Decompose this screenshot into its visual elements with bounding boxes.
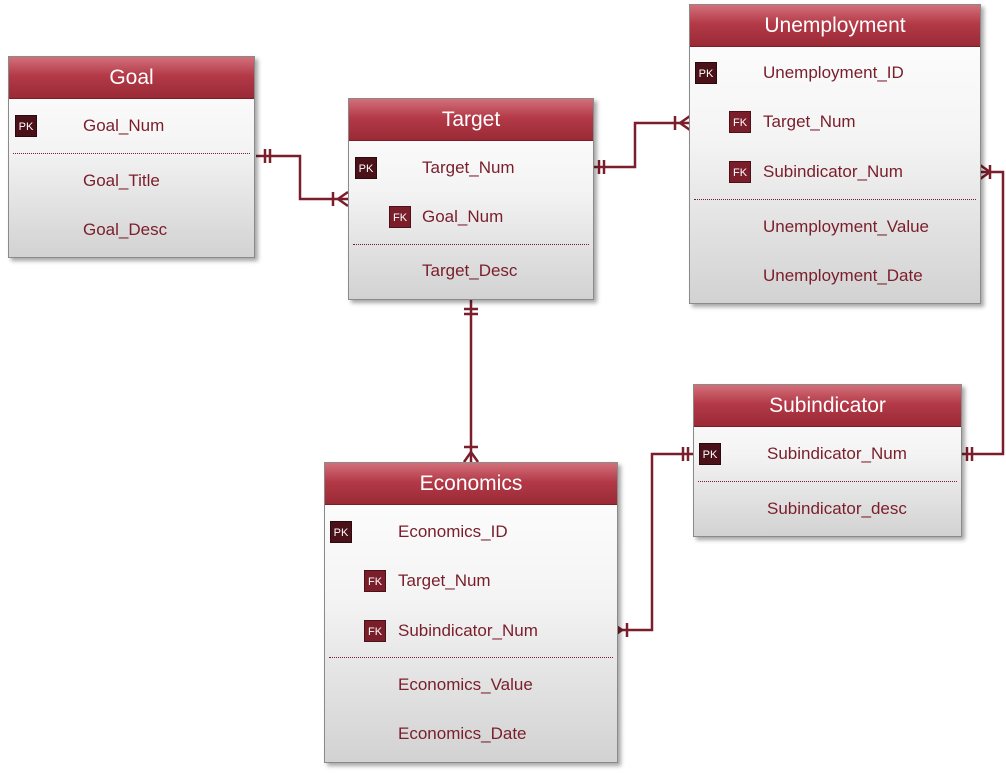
field-name: Subindicator_Num xyxy=(767,444,907,463)
primary-key-icon: PK xyxy=(355,157,377,179)
field-row[interactable]: FK Target_Num xyxy=(325,569,617,593)
field-name: Economics_Date xyxy=(398,724,527,743)
field-name: Unemployment_Value xyxy=(763,217,929,236)
entity-economics[interactable]: Economics PK Economics_ID FK Target_Num … xyxy=(324,462,618,763)
entity-title: Economics xyxy=(325,463,617,505)
field-row[interactable]: Unemployment_Date xyxy=(690,264,980,288)
field-row[interactable]: PK Goal_Num xyxy=(9,114,254,138)
field-name: Subindicator_Num xyxy=(763,162,903,181)
field-row[interactable]: FK Subindicator_Num xyxy=(325,619,617,643)
foreign-key-icon: FK xyxy=(364,570,386,592)
entity-unemployment[interactable]: Unemployment PK Unemployment_ID FK Targe… xyxy=(689,4,981,304)
link-subindicator-economics xyxy=(612,452,693,632)
field-row[interactable]: PK Subindicator_Num xyxy=(694,442,961,466)
foreign-key-icon: FK xyxy=(729,111,751,133)
entity-title: Target xyxy=(349,99,593,141)
entity-title: Subindicator xyxy=(694,385,961,427)
key-separator xyxy=(353,244,589,245)
key-separator xyxy=(13,153,250,154)
field-name: Target_Num xyxy=(422,158,515,177)
foreign-key-icon: FK xyxy=(389,206,411,228)
key-separator xyxy=(694,199,976,200)
primary-key-icon: PK xyxy=(330,521,352,543)
field-row[interactable]: Goal_Desc xyxy=(9,218,254,242)
entity-title: Unemployment xyxy=(690,5,980,47)
entity-target[interactable]: Target PK Target_Num FK Goal_Num Target_… xyxy=(348,98,594,300)
entity-subindicator[interactable]: Subindicator PK Subindicator_Num Subindi… xyxy=(693,384,962,537)
primary-key-icon: PK xyxy=(695,62,717,84)
field-row[interactable]: Economics_Date xyxy=(325,722,617,746)
link-target-unemployment xyxy=(594,121,690,169)
field-name: Goal_Title xyxy=(83,171,160,190)
field-name: Target_Num xyxy=(763,112,856,131)
field-name: Subindicator_Num xyxy=(398,621,538,640)
key-separator xyxy=(698,481,957,482)
field-name: Subindicator_desc xyxy=(767,499,907,518)
field-name: Target_Desc xyxy=(422,261,518,280)
field-name: Goal_Num xyxy=(83,116,165,135)
field-row[interactable]: FK Goal_Num xyxy=(349,205,593,229)
field-row[interactable]: PK Target_Num xyxy=(349,156,593,180)
entity-title: Goal xyxy=(9,57,254,99)
field-name: Goal_Num xyxy=(422,207,504,226)
field-row[interactable]: Target_Desc xyxy=(349,259,593,283)
entity-goal[interactable]: Goal PK Goal_Num Goal_Title Goal_Desc xyxy=(8,56,255,258)
field-row[interactable]: FK Subindicator_Num xyxy=(690,160,980,184)
field-name: Unemployment_Date xyxy=(763,266,923,285)
field-name: Target_Num xyxy=(398,571,491,590)
field-row[interactable]: FK Target_Num xyxy=(690,110,980,134)
foreign-key-icon: FK xyxy=(364,620,386,642)
field-name: Economics_Value xyxy=(398,675,533,694)
foreign-key-icon: FK xyxy=(729,161,751,183)
primary-key-icon: PK xyxy=(15,115,37,137)
field-row[interactable]: Goal_Title xyxy=(9,169,254,193)
field-name: Unemployment_ID xyxy=(763,63,904,82)
field-row[interactable]: PK Unemployment_ID xyxy=(690,61,980,85)
field-row[interactable]: PK Economics_ID xyxy=(325,520,617,544)
field-name: Economics_ID xyxy=(398,522,508,541)
link-goal-target xyxy=(256,154,348,201)
field-row[interactable]: Subindicator_desc xyxy=(694,497,961,521)
key-separator xyxy=(329,657,613,658)
field-name: Goal_Desc xyxy=(83,220,168,239)
primary-key-icon: PK xyxy=(699,443,721,465)
field-row[interactable]: Unemployment_Value xyxy=(690,215,980,239)
field-row[interactable]: Economics_Value xyxy=(325,673,617,697)
